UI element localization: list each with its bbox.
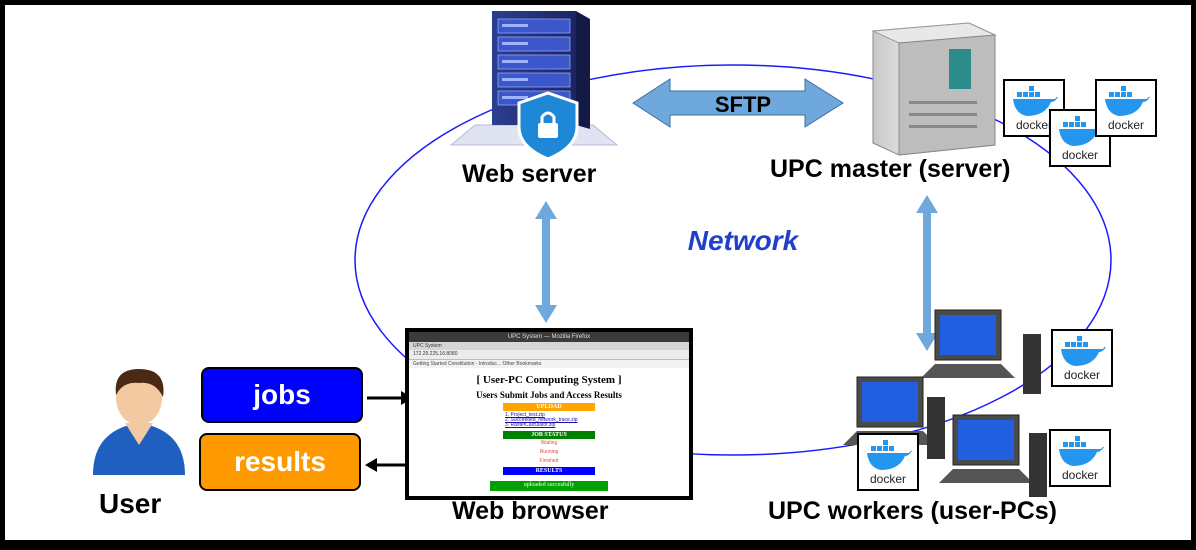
user-icon [93, 369, 185, 475]
worker-pc-3 [939, 414, 1047, 497]
docker-whale-icon [1013, 86, 1058, 116]
web-server-icon [449, 11, 619, 161]
docker-whale-icon [1059, 436, 1104, 466]
browser-titlebar: UPC System — Mozilla Firefox [409, 332, 689, 342]
sftp-label: SFTP [715, 92, 771, 117]
web-browser-label: Web browser [452, 497, 609, 525]
results-bar: RESULTS [503, 467, 595, 475]
sftp-arrow [632, 78, 844, 128]
jobs-box: jobs [201, 367, 363, 423]
docker-whale-icon [1059, 116, 1104, 146]
docker-whale-icon [1105, 86, 1150, 116]
upload-link-2: 2. Succeeded_network_trace.zip [505, 417, 578, 423]
docker-badge-worker-3: docker [1049, 429, 1111, 487]
webserver-browser-arrow [535, 201, 557, 323]
job-status-bar: JOB STATUS [503, 431, 595, 439]
docker-text: docker [1015, 118, 1053, 132]
docker-text: docker [1061, 148, 1099, 162]
upload-bar: UPLOAD [503, 403, 595, 411]
user-label: User [99, 488, 162, 519]
upload-link-3: 3. RasterCalculator.zip [505, 422, 556, 428]
docker-text: docker [869, 472, 907, 486]
browser-bookmarks: Getting Started Constitution - Introduc.… [409, 360, 689, 368]
browser-page-title: [ User-PC Computing System ] [476, 374, 622, 386]
browser-url: 172.29.225.16:8080 [409, 350, 689, 360]
upload-links: 1. Project_test.zip 2. Succeeded_network… [505, 413, 689, 428]
docker-text: docker [1107, 118, 1145, 132]
docker-whale-icon [867, 440, 912, 470]
web-server-label: Web server [462, 160, 597, 188]
status-finished: Finished [539, 458, 559, 464]
browser-tab: UPC System [409, 342, 689, 350]
status-waiting: Waiting [540, 440, 558, 446]
worker-pc-1 [921, 309, 1041, 394]
upc-master-label: UPC master (server) [770, 155, 1011, 183]
status-running: Running [539, 449, 559, 455]
docker-text: docker [1063, 368, 1101, 382]
browser-page-subtitle: Users Submit Jobs and Access Results [476, 390, 622, 400]
docker-badge-worker-2: docker [857, 433, 919, 491]
docker-badge-master-3: docker [1095, 79, 1157, 137]
diagram-canvas: SFTP Network [93, 11, 1112, 497]
docker-badge-master-1: docker [1003, 79, 1065, 137]
network-label: Network [688, 225, 800, 256]
upload-link-1: 1. Project_test.zip [505, 412, 545, 418]
docker-text: docker [1061, 468, 1099, 482]
docker-whale-icon [1061, 336, 1106, 366]
docker-badge-worker-1: docker [1051, 329, 1113, 387]
upc-workers-label: UPC workers (user-PCs) [768, 497, 1057, 525]
master-workers-arrow [916, 195, 938, 351]
uploaded-bar: uploaded succesfully [490, 481, 608, 491]
results-arrow [365, 458, 407, 472]
diagram-frame: SFTP Network Web server UPC master (serv… [5, 5, 1191, 540]
network-ellipse [354, 64, 1112, 456]
results-box: results [199, 433, 361, 491]
upc-master-icon [871, 22, 997, 156]
browser-window: UPC System — Mozilla Firefox UPC System … [405, 328, 693, 500]
